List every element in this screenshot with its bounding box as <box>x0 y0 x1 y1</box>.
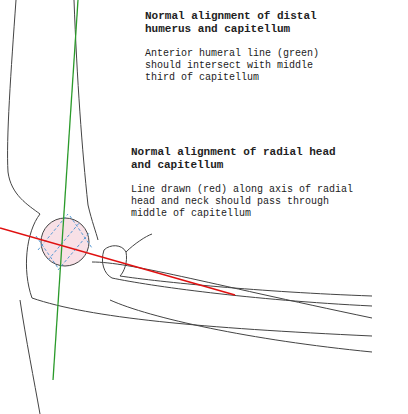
section-heading: Normal alignment of radial head and capi… <box>131 146 353 172</box>
soft-tissue-lower <box>110 300 372 352</box>
note-text: Line drawn (red) along axis of radial he… <box>131 184 367 220</box>
coronoid <box>126 234 152 252</box>
radius-lower <box>102 250 372 306</box>
section-heading: Normal alignment of distal humerus and c… <box>145 10 350 36</box>
ulna-outline <box>26 214 372 336</box>
note-text: Anterior humeral line (green) should int… <box>145 48 335 84</box>
soft-tissue <box>20 300 40 414</box>
radius-upper <box>120 276 372 296</box>
anterior-humeral-line <box>53 0 78 380</box>
humerus-outline <box>8 0 40 214</box>
radiocapitellar-line <box>0 228 235 295</box>
humerus-anterior <box>74 0 98 240</box>
